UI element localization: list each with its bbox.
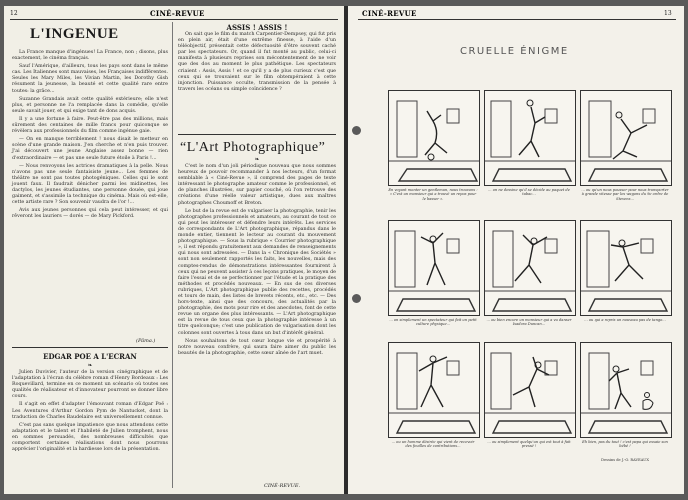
panel-drawing [389, 100, 479, 182]
panel-drawing [581, 352, 671, 434]
photo-title: “L'Art Photographique” [180, 140, 326, 155]
photo-article: C'est le nom d'un joli périodique nouvea… [178, 164, 336, 482]
ornament: ❧ [254, 156, 260, 163]
photo-paragraph: Le but de la revue est de vulgariser la … [178, 208, 336, 336]
panel-caption: ... ou un homme désirée qui vient de rec… [391, 440, 475, 449]
header-rule [358, 19, 676, 20]
edgar-paragraph: Il s'agit en effet d'adapter l'émouvant … [12, 402, 168, 420]
right-page: CINÉ-REVUE 13 CRUELLE ÉNIGME [348, 6, 684, 494]
page-number-right: 13 [664, 10, 672, 17]
cartoon-panel [580, 342, 672, 438]
panel-caption: ... ou qu'un nous pousser pour nous tran… [581, 188, 669, 201]
cartoon-panel [484, 220, 576, 316]
edgar-paragraph: C'est pas sans quelque impatience que no… [12, 422, 168, 453]
ingenue-title: L'INGENUE [30, 26, 119, 42]
binding-hole [352, 126, 361, 135]
edgar-article: Julien Duvivier, l'auteur de la version … [12, 370, 168, 490]
assis-title: ASSIS ! ASSIS ! [226, 23, 288, 32]
column-divider [172, 22, 173, 488]
ingenue-paragraph: Avis aux jeunes personnes qui cela peut … [12, 208, 168, 220]
panel-drawing [389, 352, 479, 434]
cartoon-panel [388, 342, 480, 438]
running-head-left: CINÉ-REVUE [150, 9, 205, 18]
running-head-right: CINÉ-REVUE [362, 9, 417, 18]
ingenue-paragraph: Il y a une fortune à faire. Peut-être pa… [12, 116, 168, 135]
section-rule [12, 347, 168, 348]
panel-drawing [485, 352, 575, 434]
ingenue-paragraph: La France manque d'ingénues! La France, … [12, 50, 168, 62]
header-rule [10, 19, 338, 20]
panel-caption: ... ou simplement quelqu'un qui est tout… [487, 440, 571, 449]
cartoon-panel [580, 220, 672, 316]
panel-caption: ... on simplement un spectateur qui fait… [389, 318, 477, 327]
cartoon-panel [484, 342, 576, 438]
ingenue-paragraph: Sauf l'Amérique, d'ailleurs, tous les pa… [12, 64, 168, 94]
panel-drawing [389, 230, 479, 312]
panel-drawing [485, 99, 575, 182]
photo-paragraph: C'est le nom d'un joli périodique nouvea… [178, 164, 336, 206]
panel-caption: ... ou qui a repris un nouveau pas de ta… [584, 318, 666, 322]
binding-gutter [344, 6, 348, 494]
assis-paragraph: On sait que le film du match Carpentier-… [178, 32, 336, 92]
panel-drawing [581, 230, 671, 312]
ingenue-paragraph: Suzanne Grandais avait cette qualité ext… [12, 96, 168, 114]
ingenue-article: La France manque d'ingénues! La France, … [12, 50, 168, 335]
panel-caption: En voyant monter un gentleman, nous trou… [388, 188, 478, 201]
panel-caption: ... on ne dessine qu'il se décide au paq… [488, 188, 570, 197]
assis-article: On sait que le film du match Carpentier-… [178, 32, 336, 132]
panel-drawing [581, 100, 671, 182]
left-page: 12 CINÉ-REVUE L'INGENUE La France manque… [4, 6, 344, 494]
panel-caption: Eh bien, pas du tout ! c'est papa qui es… [582, 440, 668, 449]
ingenue-paragraph: — Nous renvoyons les actrices dramatique… [12, 163, 168, 206]
binding-hole [352, 294, 361, 303]
edgar-paragraph: Julien Duvivier, l'auteur de la version … [12, 370, 168, 400]
panel-drawing [485, 230, 575, 312]
edgar-title: EDGAR POE A L'ECRAN [43, 352, 137, 361]
cartoon-panel [580, 90, 672, 186]
cartoon-credit: Dessins de J.-O. RAVEAUX [601, 458, 649, 462]
cartoon-panel [388, 90, 480, 186]
ingenue-signature: (Pâma.) [136, 338, 156, 344]
ingenue-paragraph: — On en manque terriblement ! nous disai… [12, 137, 168, 161]
ornament: ❧ [87, 362, 93, 369]
panel-caption: ... ou bien encore un monsieur qui a vu … [486, 318, 572, 327]
cartoon-title: CRUELLE ÉNIGME [460, 46, 569, 57]
photo-signature: CINÉ-REVUE. [264, 483, 301, 489]
page-number-left: 12 [10, 10, 18, 17]
cartoon-panel [388, 220, 480, 316]
photo-paragraph: Nous souhaitons de tout cœur longue vie … [178, 338, 336, 356]
section-rule [178, 134, 336, 135]
cartoon-panel [484, 90, 576, 186]
